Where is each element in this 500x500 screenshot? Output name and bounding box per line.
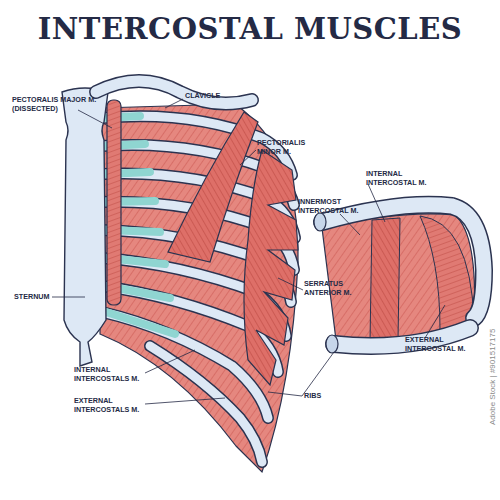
part-label: EXTERNAL INTERCOSTAL M. [405, 336, 475, 353]
part-label: INTERNAL INTERCOSTALS M. [74, 366, 146, 383]
part-label: CLAVICLE [185, 92, 245, 101]
leader-lines [52, 99, 445, 404]
title: INTERCOSTAL MUSCLES [0, 12, 500, 46]
pectoralis-minor [168, 112, 258, 262]
part-label: INNERMOST INTERCOSTAL M. [298, 198, 360, 215]
watermark: Adobe Stock | #901517175 [488, 329, 497, 425]
clavicle [96, 81, 252, 104]
part-label: RIBS [304, 392, 344, 401]
part-label: EXTERNAL INTERCOSTALS M. [74, 397, 146, 414]
part-label: STERNUM [14, 293, 56, 302]
intercostal-muscle [100, 104, 298, 472]
part-label: PECTORALIS MAJOR M. (DISSECTED) [12, 96, 100, 113]
sternum [62, 88, 108, 366]
serratus-anterior [244, 150, 298, 385]
pectoralis-major [107, 100, 121, 305]
part-label: INTERNAL INTERCOSTAL M. [366, 170, 436, 187]
part-label: SERRATUS ANTERIOR M. [304, 280, 366, 297]
intercostal-inset [314, 205, 484, 353]
part-label: PECTORIALIS MINOR M. [257, 139, 327, 156]
